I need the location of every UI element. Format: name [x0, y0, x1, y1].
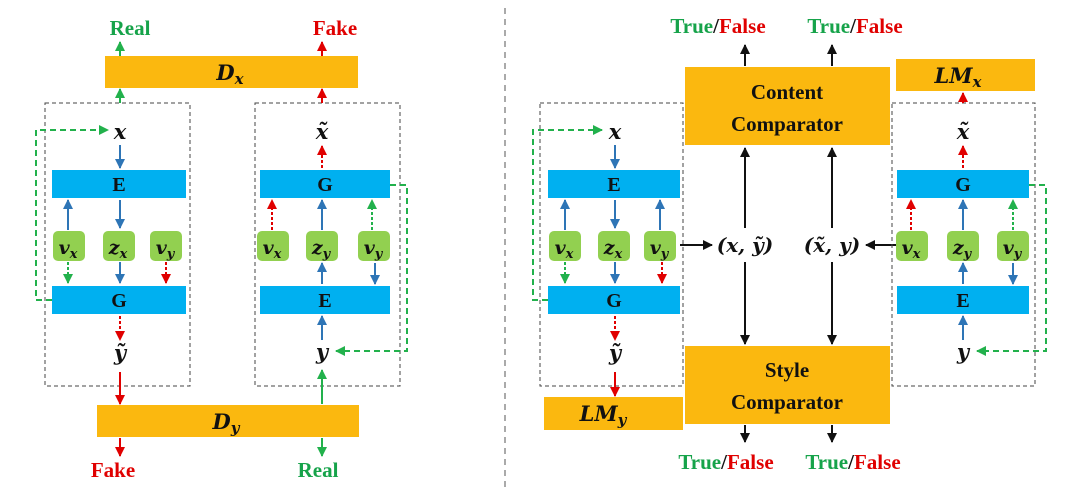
rp-right-latent-zy: [947, 231, 979, 261]
rp-right-encoder-e: [897, 286, 1029, 314]
svg-text:vx: vx: [59, 237, 78, 262]
rp-right-encoder-label: E: [956, 290, 969, 312]
svg-text:vx: vx: [263, 237, 282, 262]
fake-label-top: Fake: [313, 16, 357, 40]
rp-left-encoder-e: [548, 170, 680, 198]
right-dashed-block: [254, 102, 401, 387]
pair-xtilde-y: (x̃, y): [804, 233, 860, 257]
svg-text:vx: vx: [902, 237, 921, 262]
dy-label: Dy: [212, 409, 241, 437]
rp-right-generator-g: [897, 170, 1029, 198]
left-input-x: x: [113, 119, 127, 144]
real-label-top: Real: [110, 16, 151, 40]
left-latent-zx: [103, 231, 135, 261]
left-generator-label: G: [111, 290, 127, 312]
rp-left-generator-label: G: [606, 290, 622, 312]
pair-x-ytilde: (x, ỹ): [717, 233, 773, 257]
rp-right-latent-vy: [997, 231, 1029, 261]
discriminator-dx: [105, 56, 358, 88]
rp-right-input-y: y: [956, 339, 971, 364]
right-input-y: y: [315, 339, 330, 364]
dx-label: Dx: [215, 60, 244, 88]
rp-left-latent-vy: [644, 231, 676, 261]
rp-left-encoder-label: E: [607, 174, 620, 196]
top-label-1: True/False: [670, 14, 765, 38]
bottom-label-1: True/False: [678, 450, 773, 474]
rp-left-dashed-block: [539, 102, 684, 387]
svg-text:vx: vx: [555, 237, 574, 262]
content-comparator-line2: Comparator: [731, 112, 843, 136]
content-comparator: [685, 67, 890, 145]
svg-text:zy: zy: [311, 237, 332, 262]
svg-text:zy: zy: [952, 237, 973, 262]
rp-left-input-x: x: [608, 119, 622, 144]
left-dashed-block: [44, 102, 191, 387]
right-generator-g: [260, 170, 390, 198]
language-model-lmy: [544, 397, 683, 430]
rp-left-output-ytilde: ỹ: [608, 340, 623, 365]
right-generator-label: G: [317, 174, 333, 196]
right-encoder-e: [260, 286, 390, 314]
rp-right-latent-vx: [896, 231, 928, 261]
left-output-ytilde: ỹ: [113, 340, 128, 365]
left-generator-g: [52, 286, 186, 314]
svg-text:vy: vy: [1003, 237, 1023, 262]
rp-left-latent-zx: [598, 231, 630, 261]
right-latent-vy: [358, 231, 390, 261]
style-comparator-line2: Comparator: [731, 390, 843, 414]
left-encoder-label: E: [112, 174, 125, 196]
rp-right-output-xtilde: x̃: [956, 119, 970, 144]
right-panel: True/False True/False Content Comparator…: [532, 14, 1047, 474]
svg-text:vy: vy: [156, 237, 176, 262]
language-model-lmx: [896, 59, 1035, 91]
discriminator-dy: [97, 405, 359, 437]
left-panel: Real Fake Dx x E vx zx vy G ỹ x: [35, 16, 408, 482]
real-label-bottom: Real: [298, 458, 339, 482]
right-latent-zy: [306, 231, 338, 261]
rp-right-generator-label: G: [955, 174, 971, 196]
left-encoder-e: [52, 170, 186, 198]
svg-text:zx: zx: [603, 237, 623, 262]
svg-text:vy: vy: [364, 237, 384, 262]
rp-left-latent-vx: [549, 231, 581, 261]
left-latent-vx: [53, 231, 85, 261]
svg-text:vy: vy: [650, 237, 670, 262]
style-comparator-line1: Style: [765, 358, 809, 382]
right-encoder-label: E: [318, 290, 331, 312]
svg-text:zx: zx: [108, 237, 128, 262]
lmy-label: LMy: [579, 401, 628, 429]
content-comparator-line1: Content: [751, 80, 823, 104]
bottom-label-2: True/False: [805, 450, 900, 474]
rp-left-generator-g: [548, 286, 680, 314]
top-label-2: True/False: [807, 14, 902, 38]
fake-label-bottom: Fake: [91, 458, 135, 482]
lmx-label: LMx: [934, 63, 983, 91]
right-output-xtilde: x̃: [315, 119, 329, 144]
left-latent-vy: [150, 231, 182, 261]
right-latent-vx: [257, 231, 289, 261]
style-comparator: [685, 346, 890, 424]
